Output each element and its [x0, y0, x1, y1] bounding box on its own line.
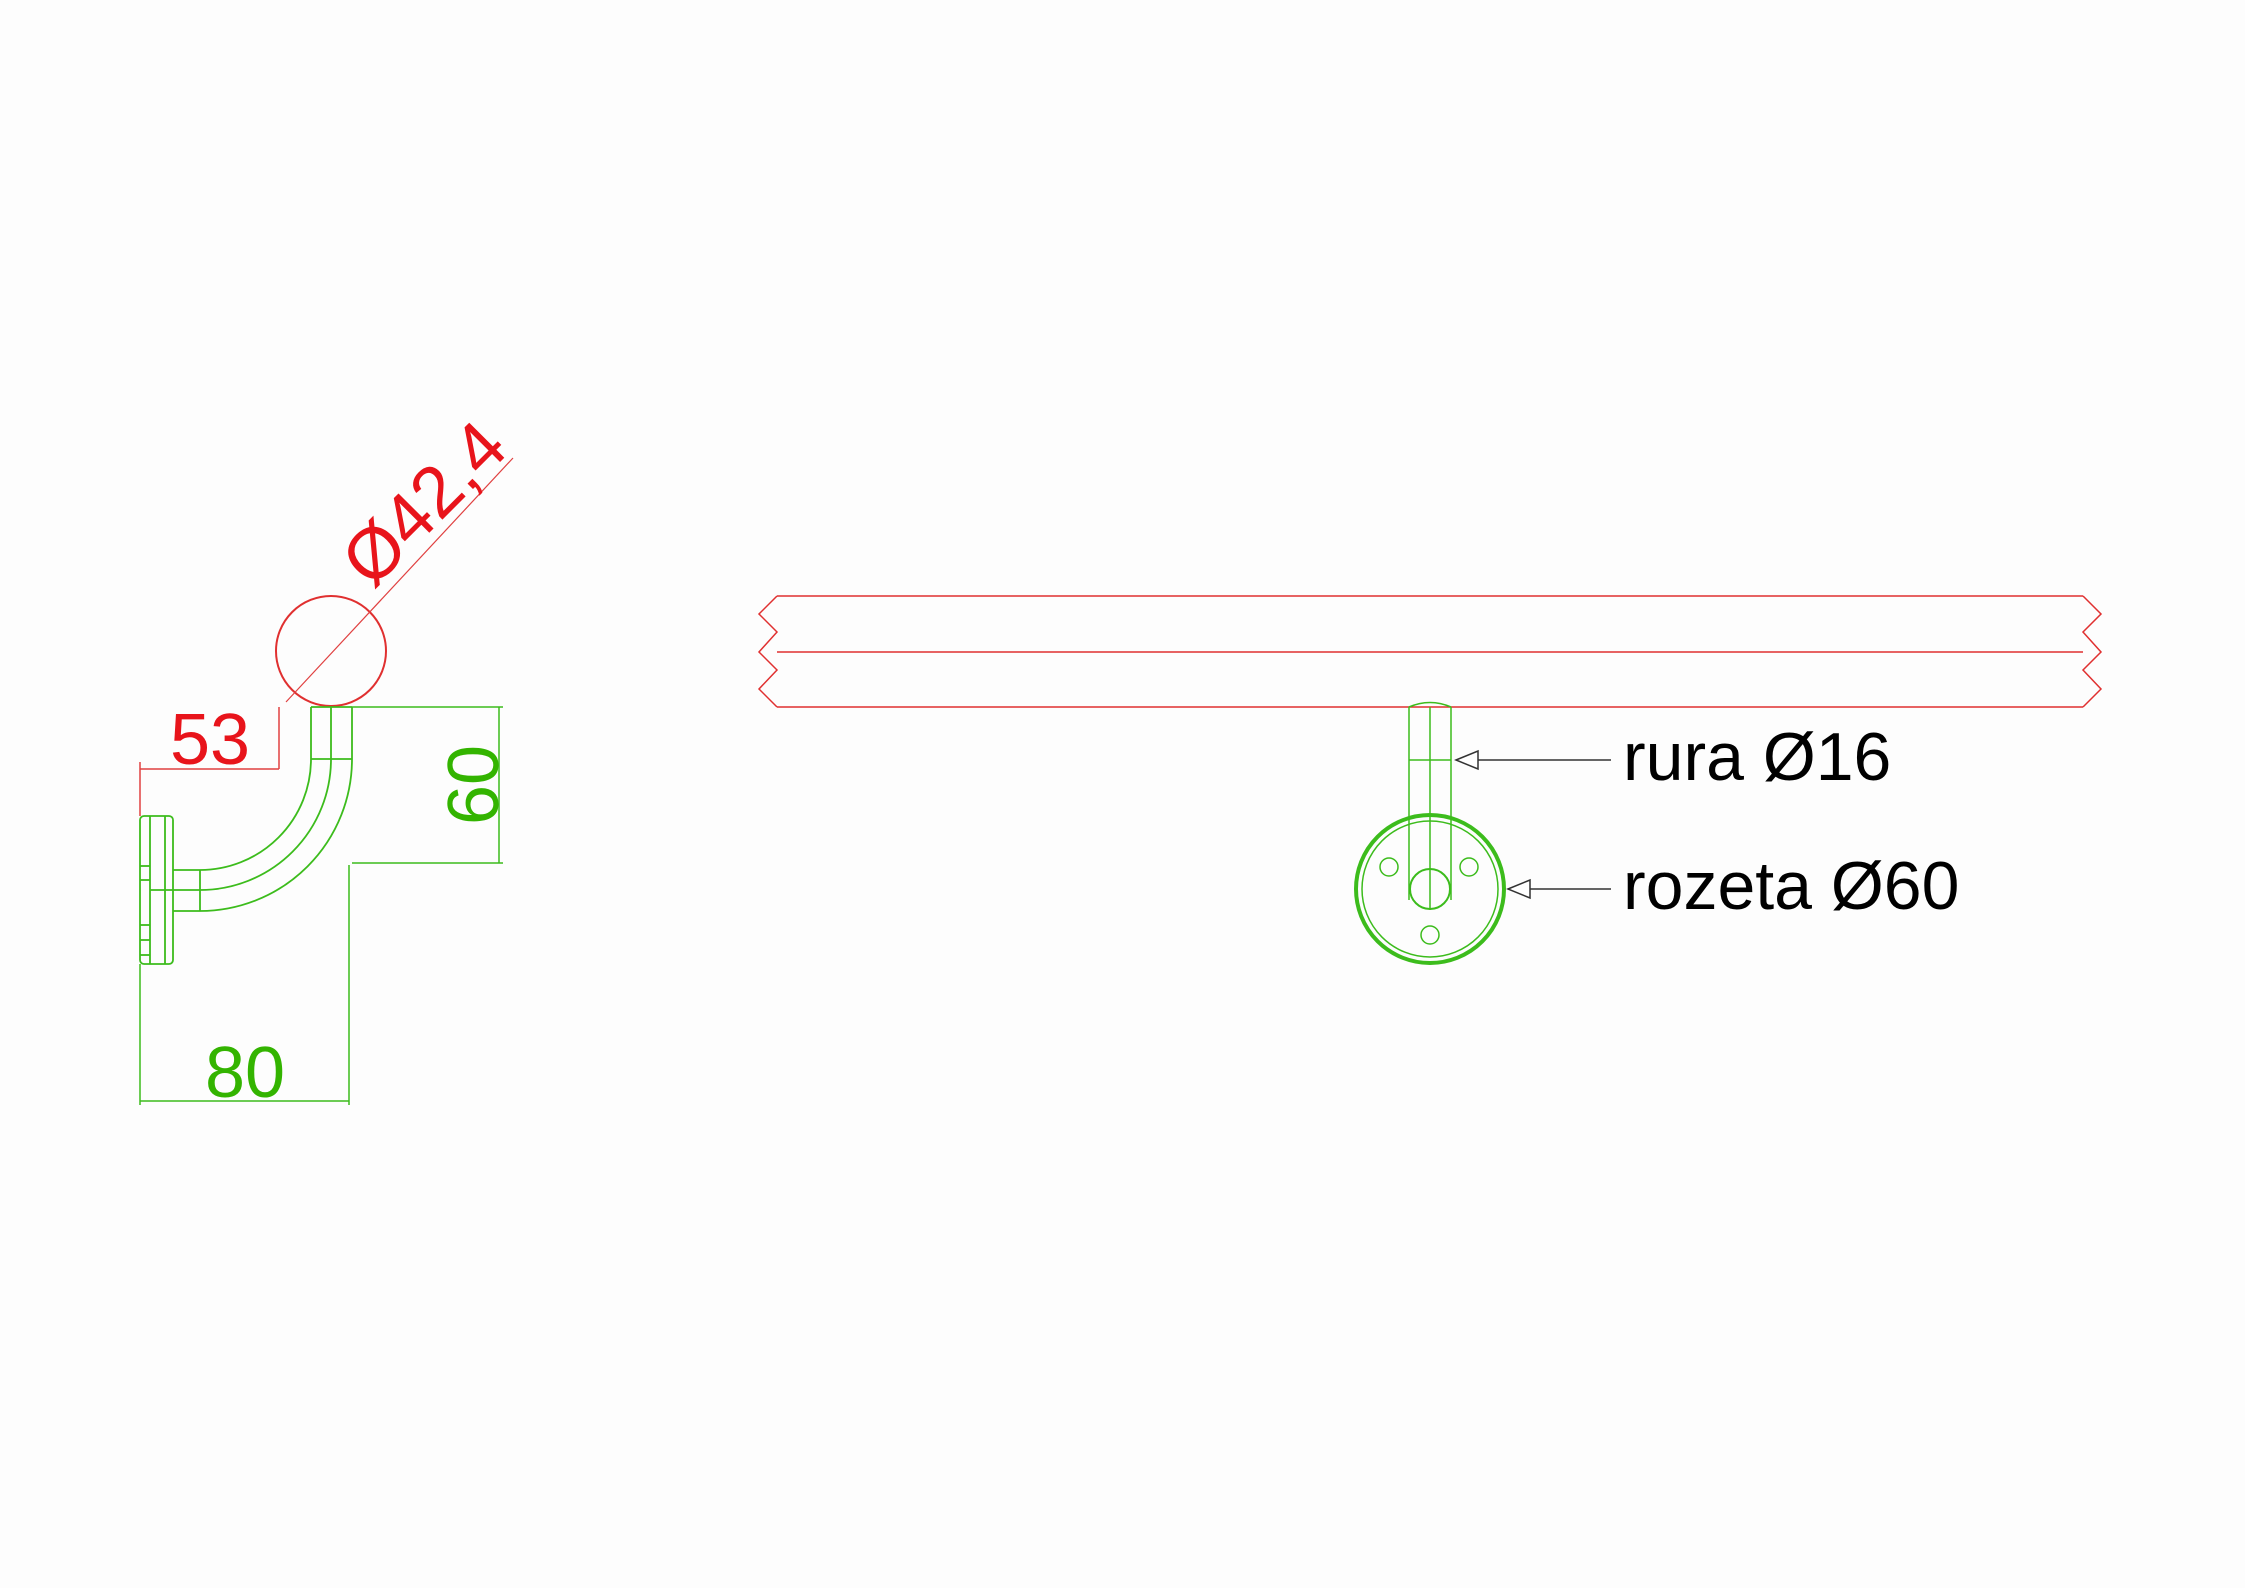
tube-arrow — [1454, 749, 1611, 771]
dim-80-label: 80 — [205, 1033, 285, 1113]
diameter-label: Ø42,4 — [327, 406, 522, 601]
dim-80 — [139, 865, 350, 1105]
dim-60-label: 60 — [434, 745, 514, 825]
rosette-label: rozeta Ø60 — [1623, 848, 1959, 924]
screw-hole — [1379, 857, 1399, 877]
bracket — [139, 706, 353, 965]
front-view: rura Ø16 rozeta Ø60 — [757, 595, 2103, 965]
side-view: Ø42,4 53 — [139, 406, 522, 1113]
diameter-leader — [285, 457, 514, 703]
handrail — [757, 595, 2103, 708]
tube-label: rura Ø16 — [1623, 719, 1891, 795]
rosette-arrow — [1506, 878, 1611, 900]
tube — [1408, 701, 1452, 910]
handrail-section — [275, 595, 387, 707]
dim-60 — [352, 706, 503, 864]
screw-hole — [1459, 857, 1479, 877]
rosette — [1354, 813, 1506, 965]
screw-hole — [1420, 925, 1440, 945]
center-hole — [1409, 868, 1451, 910]
dim-53-label: 53 — [170, 700, 250, 780]
